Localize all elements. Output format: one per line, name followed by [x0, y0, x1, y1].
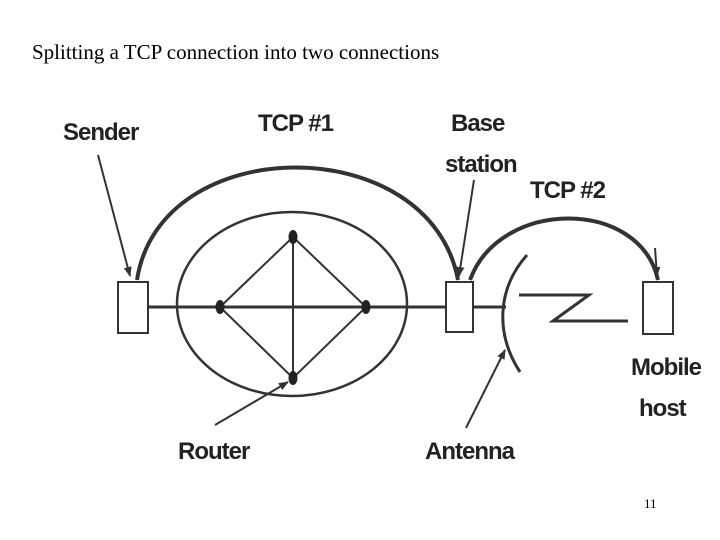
router-node-bottom: [288, 371, 298, 385]
antenna-arrow: [465, 349, 506, 429]
mobile-host-arrow: [652, 247, 661, 277]
base-station-arrow: [456, 179, 475, 277]
router-node-right: [361, 300, 371, 314]
tcp1-arc: [135, 165, 460, 281]
router-node-top: [288, 230, 298, 244]
page-number: 11: [644, 496, 657, 511]
antenna-label: Antenna: [425, 438, 516, 465]
tcp2-label: TCP #2: [530, 177, 606, 204]
sender-arrow: [97, 154, 132, 277]
router-node-left: [215, 300, 225, 314]
mobile-host-label-line1: Mobile: [631, 354, 702, 381]
tcp2-arc: [468, 216, 660, 281]
sender-box: [117, 281, 149, 334]
base-station-label-line1: Base: [451, 110, 505, 137]
tcp1-label: TCP #1: [258, 110, 334, 137]
antenna-arc: [501, 254, 529, 373]
router-arrow: [214, 381, 289, 426]
mobile-host-box: [642, 281, 674, 335]
mobile-host-label-line2: host: [639, 395, 687, 422]
slide-title: Splitting a TCP connection into two conn…: [32, 40, 440, 64]
wireless-link: [519, 293, 628, 323]
router-network-ellipse: [175, 210, 409, 398]
base-station-box: [445, 281, 474, 333]
base-station-label-line2: station: [445, 151, 517, 178]
sender-label: Sender: [63, 119, 139, 146]
router-label: Router: [178, 438, 250, 465]
